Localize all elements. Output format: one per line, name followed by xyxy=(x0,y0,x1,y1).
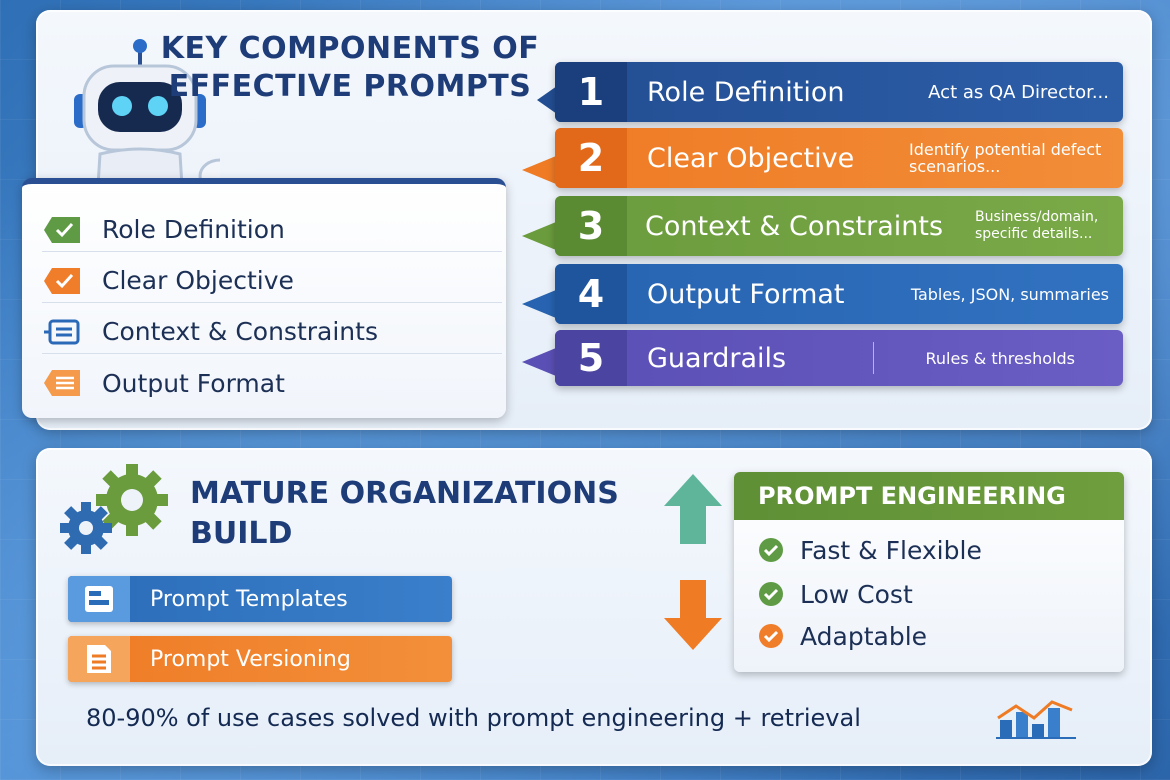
ribbon-guardrails: 5 Guardrails Rules & thresholds xyxy=(555,330,1123,386)
checklist-label: Output Format xyxy=(102,368,285,398)
prompt-templates-item: Prompt Templates xyxy=(68,576,452,622)
chart-icon xyxy=(996,700,1076,739)
ribbon-pointer xyxy=(522,348,556,376)
document-icon xyxy=(68,636,130,682)
check-circle-icon xyxy=(759,582,783,606)
section-title-line: MATURE ORGANIZATIONS xyxy=(190,476,619,511)
ribbon-divider xyxy=(873,342,874,374)
prompt-versioning-label: Prompt Versioning xyxy=(150,646,351,672)
benefit-item: Fast & Flexible xyxy=(758,532,982,568)
prompt-templates-label: Prompt Templates xyxy=(150,586,348,612)
benefit-label: Low Cost xyxy=(800,579,913,609)
checklist-label: Context & Constraints xyxy=(102,317,378,346)
ribbon-subtitle: Rules & thresholds xyxy=(925,348,1076,368)
ribbon-number: 4 xyxy=(555,264,627,324)
ribbon-title: Clear Objective xyxy=(647,142,855,174)
check-circle-icon xyxy=(759,538,783,562)
template-icon xyxy=(68,576,130,622)
ribbon-context-constraints: 3 Context & Constraints Business/domain,… xyxy=(555,196,1123,256)
ribbon-number: 3 xyxy=(555,196,627,256)
ribbon-title: Role Definition xyxy=(647,76,845,108)
checklist-label: Clear Objective xyxy=(102,266,294,295)
benefit-label: Fast & Flexible xyxy=(800,535,982,565)
check-icon xyxy=(42,216,82,244)
ribbon-pointer xyxy=(522,290,556,318)
robot-icon xyxy=(74,39,220,194)
document-icon xyxy=(42,369,82,397)
ribbon-pointer xyxy=(522,156,556,184)
prompt-engineering-card: PROMPT ENGINEERING Fast & Flexible Low C… xyxy=(734,472,1124,672)
ribbon-title: Output Format xyxy=(647,278,845,310)
benefit-label: Adaptable xyxy=(800,621,928,651)
ribbon-subtitle: Tables, JSON, summaries xyxy=(910,284,1109,304)
ribbon-subtitle: Identify potential defect scenarios... xyxy=(909,140,1102,176)
ribbon-number: 1 xyxy=(555,62,627,122)
ribbon-pointer xyxy=(522,222,556,250)
footer-statement: 80-90% of use cases solved with prompt e… xyxy=(86,704,861,732)
ribbon-number: 5 xyxy=(555,330,627,386)
components-checklist: Role Definition Clear Objective Context … xyxy=(22,178,506,418)
ribbon-subtitle: Business/domain, specific details... xyxy=(975,209,1099,242)
ribbon-role-definition: 1 Role Definition Act as QA Director... xyxy=(555,62,1123,122)
ribbon-output-format: 4 Output Format Tables, JSON, summaries xyxy=(555,264,1123,324)
checklist-item: Role Definition xyxy=(42,208,502,252)
checklist-label: Role Definition xyxy=(102,215,285,244)
ribbon-title: Context & Constraints xyxy=(645,210,944,242)
check-circle-icon xyxy=(759,624,783,648)
ribbon-pointer xyxy=(537,86,557,114)
ribbon-clear-objective: 2 Clear Objective Identify potential def… xyxy=(555,128,1123,188)
checklist-item: Context & Constraints xyxy=(42,310,502,354)
checklist-item: Output Format xyxy=(42,361,502,405)
checklist-item: Clear Objective xyxy=(42,259,502,303)
section-title: MATURE ORGANIZATIONS BUILD xyxy=(190,474,619,554)
ribbon-title: Guardrails xyxy=(647,342,787,374)
prompt-engineering-title: PROMPT ENGINEERING xyxy=(734,472,1124,520)
up-down-arrows-icon xyxy=(664,474,722,650)
prompt-versioning-item: Prompt Versioning xyxy=(68,636,452,682)
benefit-item: Low Cost xyxy=(758,576,913,612)
page-title: KEY COMPONENTS OF EFFECTIVE PROMPTS xyxy=(160,31,540,104)
section-title-line: BUILD xyxy=(190,516,293,551)
check-icon xyxy=(42,267,82,295)
list-icon xyxy=(42,318,82,346)
benefit-item: Adaptable xyxy=(758,618,927,654)
ribbon-subtitle: Act as QA Director... xyxy=(928,81,1109,103)
ribbon-number: 2 xyxy=(555,128,627,188)
gears-icon xyxy=(60,464,168,554)
